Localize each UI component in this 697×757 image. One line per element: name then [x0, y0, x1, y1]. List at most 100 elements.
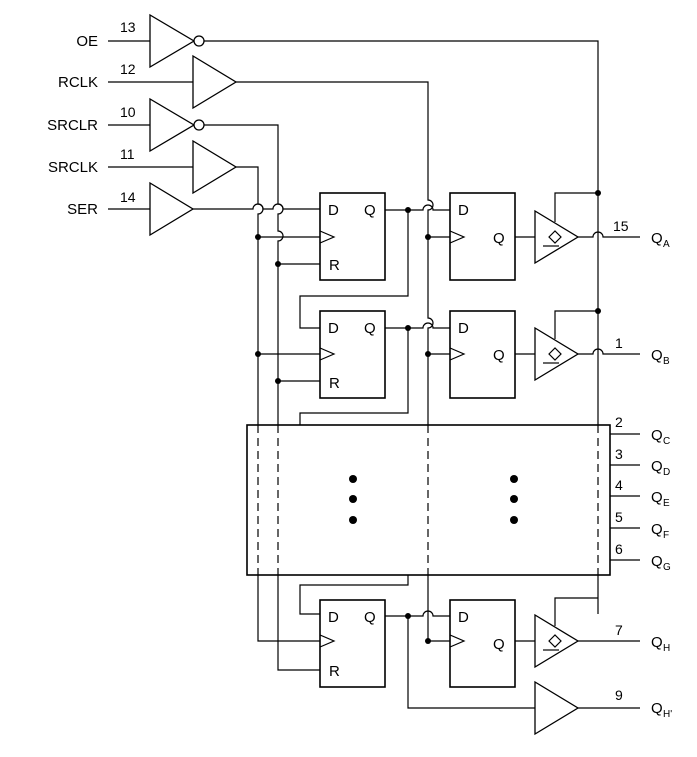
stage-b: D Q R D Q 1 Q B — [255, 308, 670, 425]
shift-register-ff-h — [319, 599, 386, 688]
repeated-stages-block: 2 Q C 3 Q D 4 Q E 5 Q F 6 Q G — [246, 414, 671, 576]
qf-label: Q — [651, 521, 663, 538]
rclk-buffer — [192, 54, 238, 110]
ellipsis-dot — [510, 495, 518, 503]
qa-subscript: A — [663, 239, 670, 250]
oe-label: OE — [76, 33, 98, 50]
ellipsis-dot — [349, 495, 357, 503]
qh-subscript: H — [663, 643, 670, 654]
storage-register-ff-a — [449, 192, 516, 281]
qd-pin: 3 — [615, 446, 623, 462]
storage-register-ff-h — [449, 599, 516, 688]
ff-h-q-label: Q — [364, 609, 376, 626]
output-buffer-h — [534, 613, 580, 669]
srclk-pin: 11 — [120, 146, 135, 162]
ff-a2-d-label: D — [458, 202, 469, 219]
qf-pin: 5 — [615, 509, 623, 525]
junction-dot — [425, 638, 431, 644]
input-srclk: SRCLK 11 — [48, 139, 264, 425]
rclk-label: RCLK — [58, 74, 98, 91]
ff-a-r-label: R — [329, 257, 340, 274]
junction-dot — [425, 351, 431, 357]
ff-b-d-label: D — [328, 320, 339, 337]
tristate-symbol — [548, 347, 562, 361]
ellipsis-dot — [349, 475, 357, 483]
ser-label: SER — [67, 201, 98, 218]
oe-pin: 13 — [120, 19, 136, 35]
stage-h: D Q R D Q 7 Q H 9 Q H' — [257, 575, 672, 736]
ff-b-clock-symbol — [319, 347, 336, 361]
ff-h2-q-label: Q — [493, 636, 505, 653]
qb-label: Q — [651, 347, 663, 364]
junction-dot — [275, 261, 281, 267]
output-buffer-a — [534, 209, 580, 265]
ser-buffer — [149, 181, 195, 237]
serial-output-buffer — [534, 680, 580, 736]
ff-a-clock-symbol — [319, 230, 336, 244]
ff-a2-q-label: Q — [493, 230, 505, 247]
ff-b-q-label: Q — [364, 320, 376, 337]
stage-a: D Q R D Q 15 Q A — [255, 190, 670, 329]
junction-dot — [255, 234, 261, 240]
qd-subscript: D — [663, 467, 670, 478]
srclr-inverting-buffer — [149, 97, 196, 153]
qc-label: Q — [651, 427, 663, 444]
qb-pin: 1 — [615, 335, 623, 351]
qa-pin: 15 — [613, 218, 629, 234]
qh-prime-label: Q — [651, 700, 663, 717]
ff-h-d-label: D — [328, 609, 339, 626]
qg-pin: 6 — [615, 541, 623, 557]
ff-h2-d-label: D — [458, 609, 469, 626]
qh-label: Q — [651, 634, 663, 651]
ff-h-r-label: R — [329, 663, 340, 680]
srclk-label: SRCLK — [48, 159, 98, 176]
qe-subscript: E — [663, 498, 670, 509]
junction-dot — [255, 351, 261, 357]
srclr-pin: 10 — [120, 104, 136, 120]
qe-label: Q — [651, 489, 663, 506]
qh-prime-pin: 9 — [615, 687, 623, 703]
qh-prime-subscript: H' — [663, 709, 672, 720]
ff-h2-clock-symbol — [449, 634, 466, 648]
qb-subscript: B — [663, 356, 670, 367]
input-srclr: SRCLR 10 — [47, 97, 284, 425]
srclk-buffer — [192, 139, 238, 195]
ellipsis-dot — [349, 516, 357, 524]
junction-dot — [275, 378, 281, 384]
ser-pin: 14 — [120, 189, 136, 205]
qa-label: Q — [651, 230, 663, 247]
junction-dot — [595, 308, 601, 314]
ellipsis-dot — [510, 516, 518, 524]
qc-subscript: C — [663, 436, 670, 447]
output-buffer-b — [534, 326, 580, 382]
ff-h-clock-symbol — [319, 634, 336, 648]
srclr-inverter-bubble — [193, 119, 205, 131]
ff-b-r-label: R — [329, 375, 340, 392]
ff-a2-clock-symbol — [449, 230, 466, 244]
ff-a-q-label: Q — [364, 202, 376, 219]
input-ser: SER 14 — [67, 181, 320, 237]
ff-b2-d-label: D — [458, 320, 469, 337]
qf-subscript: F — [663, 530, 669, 541]
tristate-symbol — [548, 634, 562, 648]
oe-inverter-bubble — [193, 35, 205, 47]
ff-a-d-label: D — [328, 202, 339, 219]
rclk-pin: 12 — [120, 61, 136, 77]
input-rclk: RCLK 12 — [58, 54, 434, 425]
srclr-label: SRCLR — [47, 117, 98, 134]
oe-inverting-buffer — [149, 13, 196, 69]
junction-dot — [595, 190, 601, 196]
shift-register-ff-b — [319, 310, 386, 399]
qc-pin: 2 — [615, 414, 623, 430]
qg-subscript: G — [663, 562, 671, 573]
qh-pin: 7 — [615, 622, 623, 638]
stages-c-to-g-box — [246, 424, 611, 576]
junction-dot — [425, 234, 431, 240]
ff-b2-clock-symbol — [449, 347, 466, 361]
tristate-symbol — [548, 230, 562, 244]
ellipsis-dot — [510, 475, 518, 483]
qg-label: Q — [651, 553, 663, 570]
input-oe: OE 13 — [76, 13, 599, 614]
qe-pin: 4 — [615, 477, 623, 493]
